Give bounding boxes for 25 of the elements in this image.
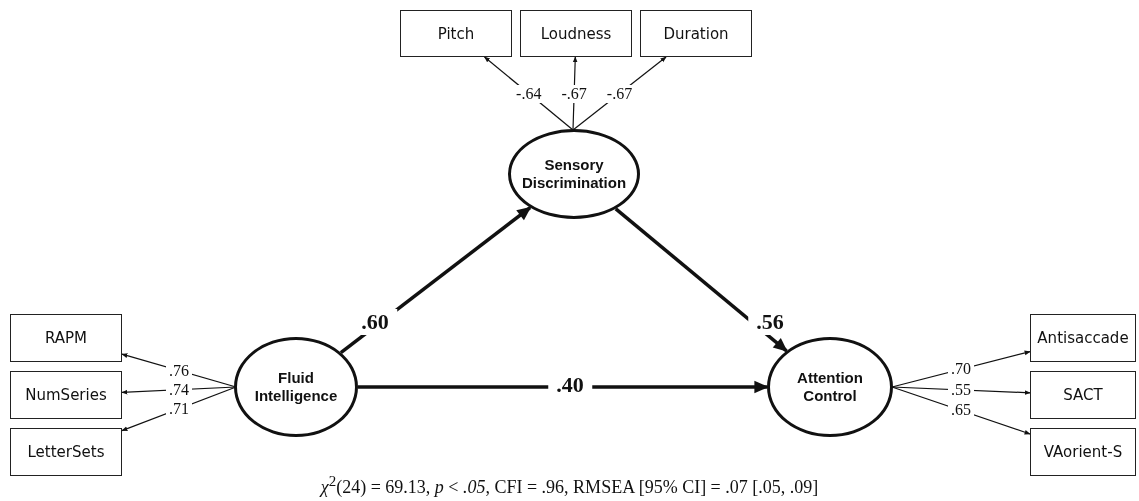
factor-name: Sensory Discrimination bbox=[520, 156, 628, 192]
loading-value: -.64 bbox=[513, 84, 545, 103]
indicator-name: SACT bbox=[1063, 386, 1103, 404]
indicator-name: Loudness bbox=[540, 24, 612, 43]
indicator-box bbox=[400, 10, 512, 57]
indicator-box bbox=[10, 371, 122, 419]
indicator-box bbox=[520, 10, 632, 57]
indicator-name: VAorient-S bbox=[1043, 443, 1123, 461]
indicator-box bbox=[1030, 314, 1136, 362]
factor-name: Attention Control bbox=[796, 369, 864, 405]
path-arrow bbox=[358, 380, 769, 394]
indicator-name: Antisaccade bbox=[1037, 329, 1129, 347]
indicator-name: RAPM bbox=[44, 329, 88, 347]
indicator-box bbox=[10, 428, 122, 476]
indicator-box bbox=[640, 10, 752, 57]
indicator-name: LetterSets bbox=[27, 443, 105, 461]
indicator-name: Duration bbox=[663, 24, 729, 43]
factor-name: Fluid Intelligence bbox=[253, 369, 339, 405]
indicator-box bbox=[1030, 428, 1136, 476]
indicator-box bbox=[10, 314, 122, 362]
fit-statistics-caption: χ$^{2}$(24) = 69.13, p < .05, CFI = .96, RMSEA [95% CI] = .07 [.05, .09] bbox=[320, 473, 819, 498]
indicator-name: NumSeries bbox=[25, 386, 107, 404]
path-arrow bbox=[614, 207, 788, 353]
indicator-box bbox=[1030, 371, 1136, 419]
indicator-name: Pitch bbox=[437, 24, 475, 43]
